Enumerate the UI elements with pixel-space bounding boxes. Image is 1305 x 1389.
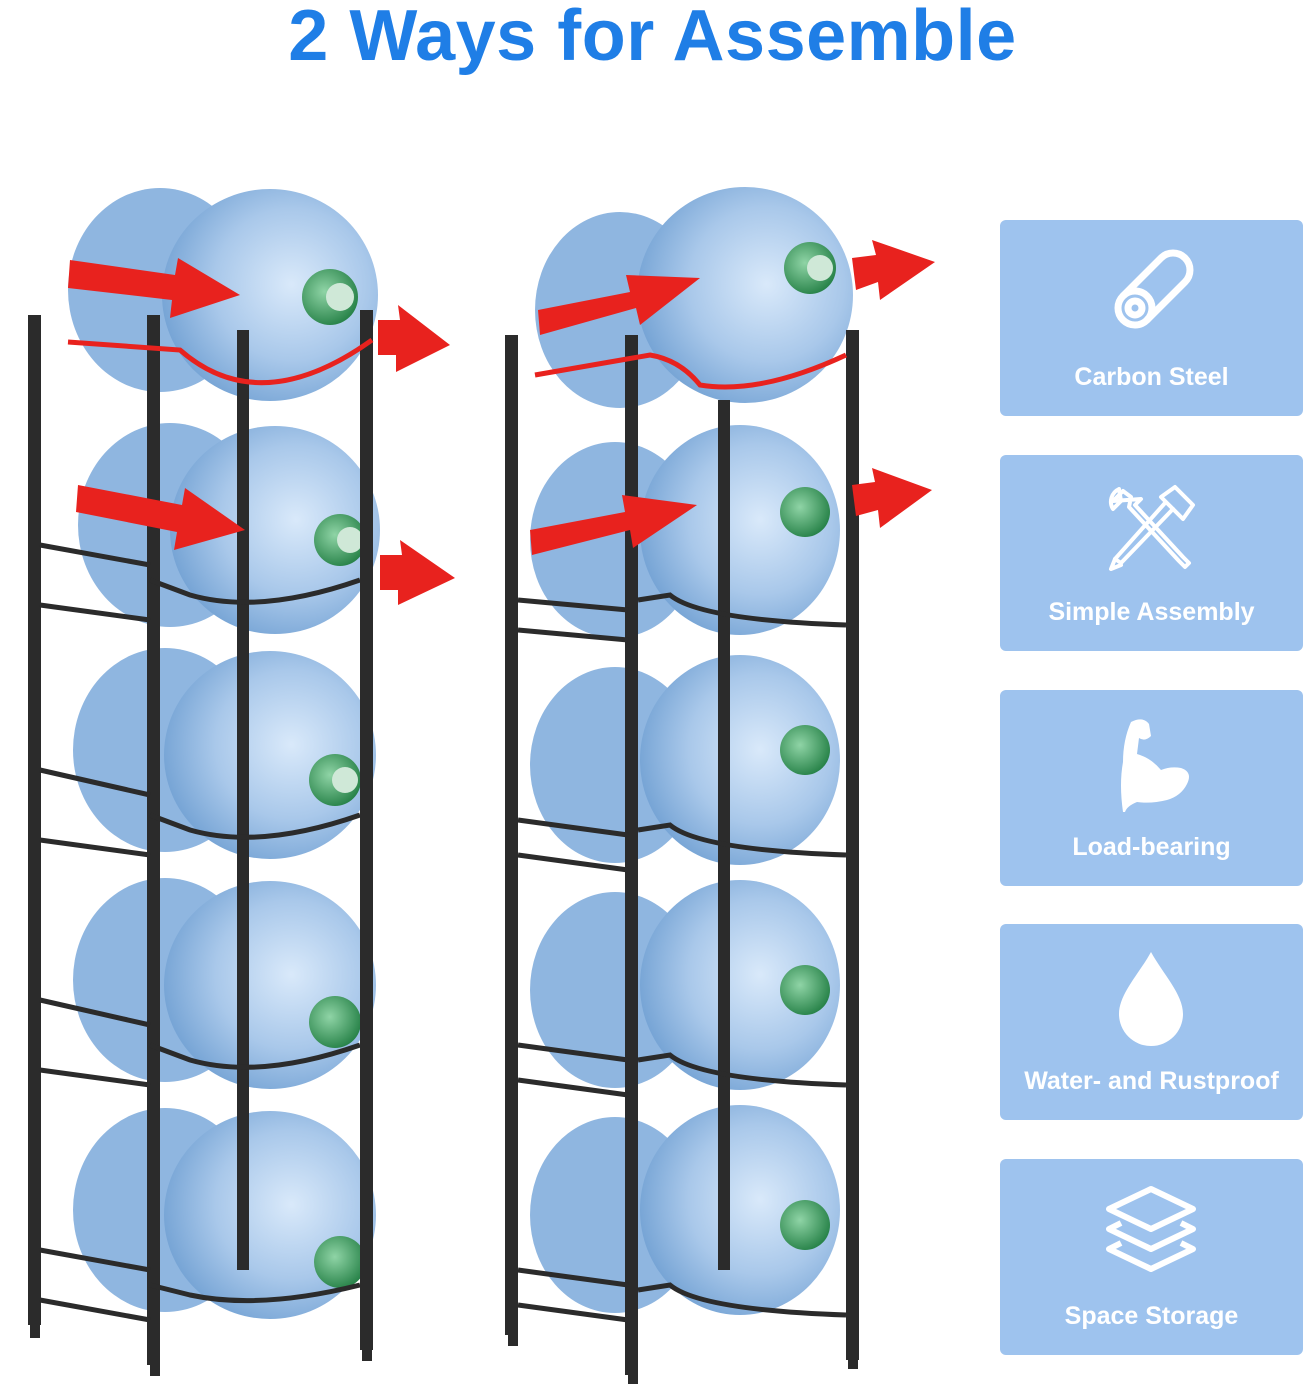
arrow-left-2a <box>76 485 245 550</box>
arrow-left-2b <box>380 540 455 605</box>
rack-right-top-rail <box>534 352 848 390</box>
feature-label: Simple Assembly <box>1048 598 1255 626</box>
feature-card-carbon-steel: Carbon Steel <box>1000 220 1303 416</box>
feature-card-simple-assembly: Simple Assembly <box>1000 455 1303 651</box>
feature-label: Space Storage <box>1064 1302 1239 1330</box>
bottle-right-2 <box>530 425 840 638</box>
rack-left-frame <box>28 310 373 1376</box>
rack-left <box>28 188 455 1376</box>
bottle-right-5 <box>530 1105 840 1315</box>
arrow-right-2b <box>852 468 932 528</box>
bottle-right-4 <box>530 880 840 1090</box>
bottle-right-3 <box>530 655 840 865</box>
bottle-left-5 <box>73 1108 376 1319</box>
stacked-layers-icon <box>1106 1186 1196 1272</box>
feature-label: Water- and Rustproof <box>1024 1067 1279 1095</box>
bottle-left-3 <box>73 648 376 859</box>
feature-card-waterproof: Water- and Rustproof <box>1000 924 1303 1120</box>
feature-card-space-storage: Space Storage <box>1000 1159 1303 1355</box>
wrench-hammer-icon <box>1108 485 1195 571</box>
rack-right <box>505 187 935 1384</box>
arrow-right-2a <box>530 495 697 555</box>
arrow-left-1b <box>378 305 450 372</box>
rack-right-rails <box>517 592 847 1323</box>
water-drop-icon <box>1119 952 1183 1046</box>
feature-label: Load-bearing <box>1072 833 1231 861</box>
bottle-left-4 <box>73 878 376 1089</box>
feature-card-load-bearing: Load-bearing <box>1000 690 1303 886</box>
arrow-left-1a <box>68 258 240 318</box>
arrow-right-1b <box>852 240 935 300</box>
feature-label: Carbon Steel <box>1074 363 1229 391</box>
rack-right-frame <box>505 330 859 1384</box>
flexed-arm-icon <box>1121 719 1189 812</box>
page-headline: 2 Ways for Assemble <box>288 0 1017 76</box>
bottle-left-2 <box>78 423 380 634</box>
arrow-right-1a <box>538 275 700 335</box>
rack-left-top-rail <box>67 337 374 386</box>
product-illustration <box>28 187 935 1384</box>
pipe-icon <box>1114 249 1194 329</box>
rack-left-rails <box>39 542 361 1323</box>
